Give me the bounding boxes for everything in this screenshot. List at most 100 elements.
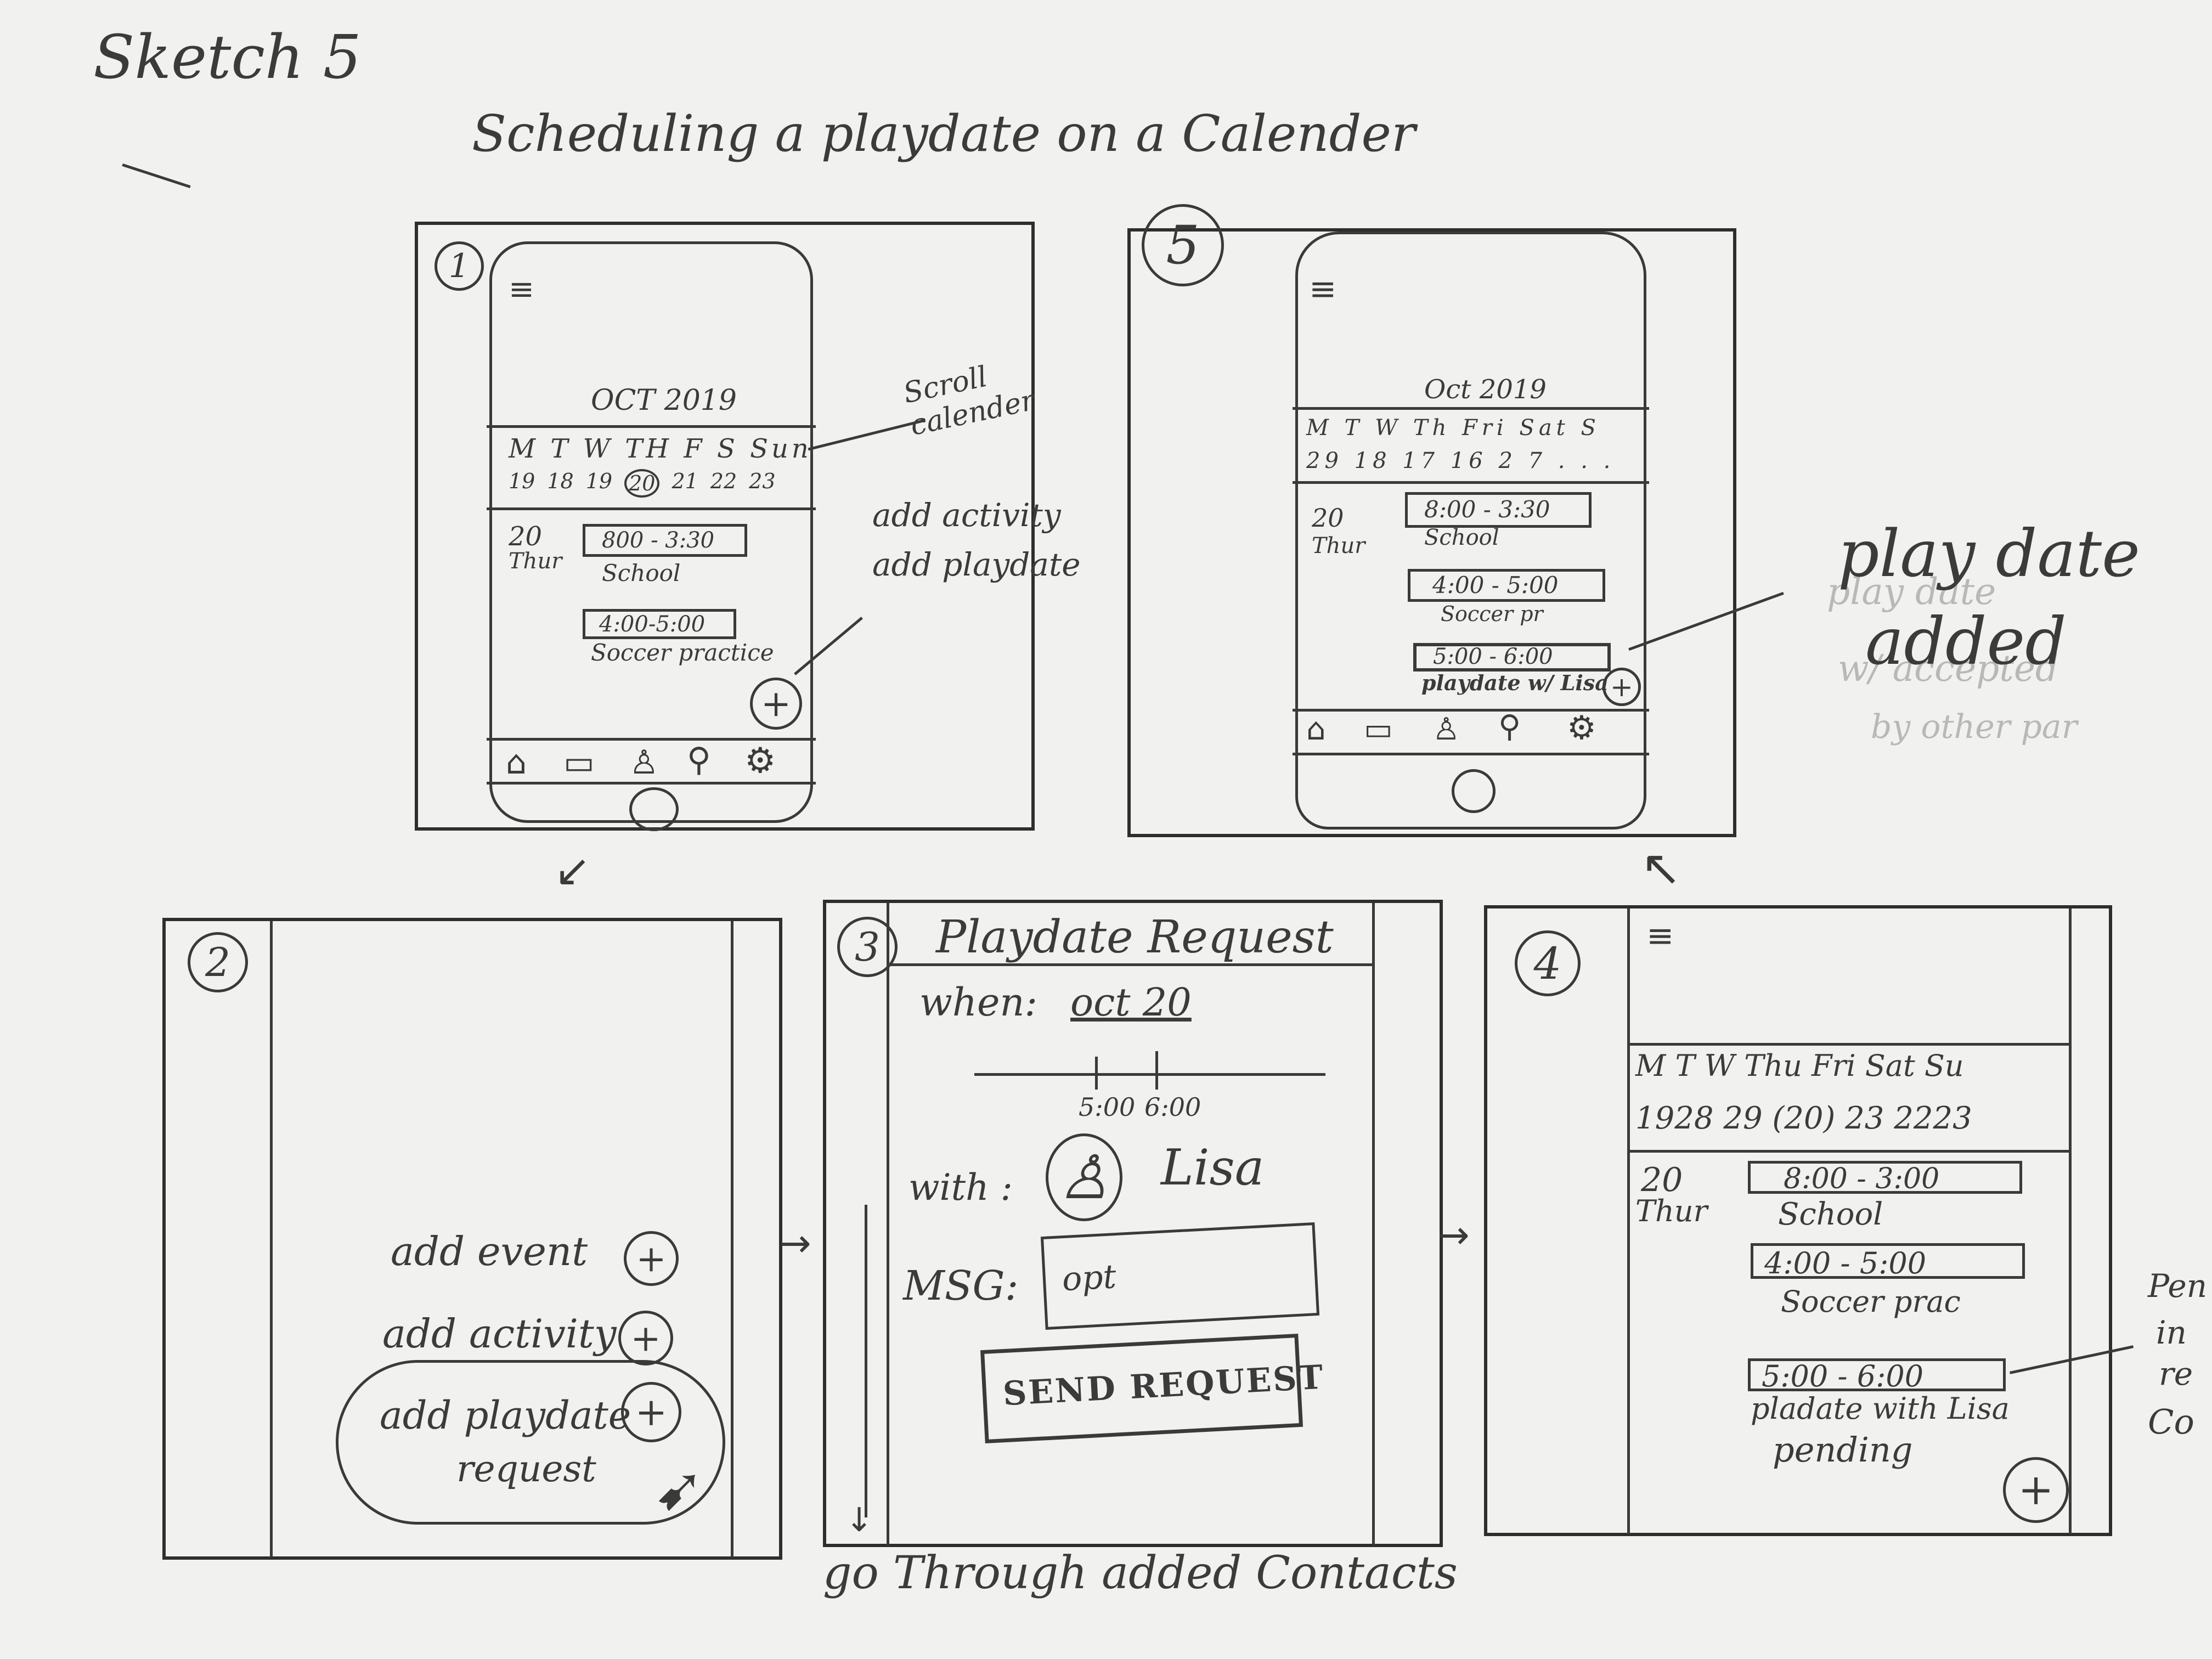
divider xyxy=(1293,407,1649,410)
note-playdate-added: play date xyxy=(1838,516,2140,591)
event-playdate-label: pladate with Lisa xyxy=(1751,1391,2010,1426)
add-playdate-button[interactable]: + xyxy=(621,1382,681,1442)
event-soccer-label: Soccer pr xyxy=(1441,602,1543,626)
messages-icon[interactable]: ▭ xyxy=(1364,712,1393,747)
event-soccer-label: Soccer practice xyxy=(591,639,774,666)
time-slider-handle-start[interactable] xyxy=(1095,1057,1098,1090)
divider xyxy=(1293,709,1649,712)
ghost-note: w/ accepted xyxy=(1838,647,2059,690)
profile-icon[interactable]: ♙ xyxy=(629,743,659,782)
arrow-up-icon: ↖ xyxy=(1640,839,1682,897)
note-add-playdate: add playdate xyxy=(872,546,1081,583)
note-playdate-added: added xyxy=(1865,603,2067,679)
event-playdate[interactable]: 5:00 - 6:00 xyxy=(1413,643,1611,672)
event-soccer[interactable]: 4:00 - 5:00 xyxy=(1751,1243,2025,1280)
add-button[interactable]: + xyxy=(750,678,802,730)
panel-number: 4 xyxy=(1515,930,1581,996)
home-button[interactable] xyxy=(1452,769,1496,813)
side-note: re xyxy=(2159,1355,2193,1392)
search-icon[interactable]: ⚲ xyxy=(1498,709,1521,744)
calendar-month: OCT 2019 xyxy=(591,384,737,417)
add-button[interactable]: + xyxy=(1602,668,1641,706)
add-button[interactable]: + xyxy=(2003,1457,2069,1523)
when-label: when: xyxy=(919,980,1038,1025)
settings-icon[interactable]: ⚙ xyxy=(744,741,776,781)
scroll-arrow xyxy=(865,1205,867,1517)
calendar-month: Oct 2019 xyxy=(1424,374,1547,405)
panel-margin xyxy=(731,921,733,1558)
arrow-right-icon: → xyxy=(779,1221,811,1266)
note-pointer xyxy=(2009,1345,2134,1374)
event-school-label: School xyxy=(602,560,681,586)
settings-icon[interactable]: ⚙ xyxy=(1567,709,1596,747)
messages-icon[interactable]: ▭ xyxy=(563,743,595,782)
event-soccer[interactable]: 4:00-5:00 xyxy=(583,609,736,639)
cursor-icon: ➹ xyxy=(654,1453,705,1523)
menu-icon[interactable]: ≡ xyxy=(509,272,534,307)
day-name: Thur xyxy=(509,549,562,574)
time-slider-handle-end[interactable] xyxy=(1155,1051,1158,1090)
event-playdate-status: pending xyxy=(1773,1430,1913,1470)
option-add-playdate-request[interactable] xyxy=(336,1360,725,1525)
menu-icon[interactable]: ≡ xyxy=(1646,917,1674,955)
when-value[interactable]: oct 20 xyxy=(1070,980,1192,1025)
option-add-playdate-label: add playdate xyxy=(380,1393,631,1438)
ghost-note: play date xyxy=(1827,571,1996,613)
search-icon[interactable]: ⚲ xyxy=(687,741,711,779)
panel-margin xyxy=(887,903,889,1545)
divider xyxy=(487,507,816,510)
event-school[interactable]: 8:00 - 3:00 xyxy=(1748,1161,2022,1195)
event-soccer-label: Soccer prac xyxy=(1781,1284,1961,1319)
note-add-activity: add activity xyxy=(872,496,1061,534)
divider xyxy=(1627,1043,2072,1046)
event-school[interactable]: 800 - 3:30 xyxy=(583,524,747,557)
add-activity-button[interactable]: + xyxy=(618,1311,673,1365)
panel-margin xyxy=(2069,909,2072,1534)
event-school[interactable]: 8:00 - 3:30 xyxy=(1405,492,1592,528)
arrow-down-icon: ↓ xyxy=(845,1501,873,1539)
panel-3: 3 Playdate Request when: oct 20 5:00 6:0… xyxy=(823,900,1443,1547)
time-slider-track[interactable] xyxy=(974,1073,1325,1076)
weekday-row: M T W Th Fri Sat S xyxy=(1306,415,1600,441)
ghost-note: by other par xyxy=(1871,708,2078,746)
divider xyxy=(487,425,816,428)
menu-icon[interactable]: ≡ xyxy=(1309,270,1337,308)
home-icon[interactable]: ⌂ xyxy=(1306,712,1326,747)
option-add-activity[interactable]: add activity xyxy=(382,1311,617,1357)
panel-margin xyxy=(1627,909,1630,1534)
divider xyxy=(487,738,816,741)
date-row[interactable]: 1928 29 (20) 23 2223 xyxy=(1635,1101,1972,1136)
send-request-button[interactable]: SEND REQUEST xyxy=(980,1333,1325,1444)
contact-name[interactable]: Lisa xyxy=(1161,1139,1265,1197)
home-icon[interactable]: ⌂ xyxy=(506,743,527,782)
day-number: 20 xyxy=(1312,503,1344,533)
avatar[interactable]: ♙ xyxy=(1046,1133,1122,1221)
add-event-button[interactable]: + xyxy=(624,1231,679,1286)
event-playdate-label: playdate w/ Lisa xyxy=(1421,670,1609,695)
day-name: Thur xyxy=(1635,1194,1708,1228)
home-button[interactable] xyxy=(629,787,679,831)
profile-icon: ♙ xyxy=(1057,1142,1111,1212)
date-row[interactable]: 29 18 17 16 2 7 . . . xyxy=(1306,448,1615,473)
divider xyxy=(889,963,1372,966)
option-add-event[interactable]: add event xyxy=(391,1228,588,1274)
event-playdate-pending[interactable]: 5:00 - 6:00 xyxy=(1748,1358,2006,1393)
side-note: Pen xyxy=(2148,1267,2208,1305)
profile-icon[interactable]: ♙ xyxy=(1432,712,1460,747)
option-add-playdate-label: request xyxy=(456,1448,596,1490)
sketch-label: Sketch 5 xyxy=(93,22,362,92)
phone-outline: ≡ Oct 2019 M T W Th Fri Sat S 29 18 17 1… xyxy=(1293,232,1649,830)
event-soccer[interactable]: 4:00 - 5:00 xyxy=(1408,569,1605,602)
panel-margin xyxy=(270,921,273,1558)
note-contacts: go Through added Contacts xyxy=(823,1547,1458,1599)
panel-margin xyxy=(1372,903,1375,1545)
arrow-right-icon: → xyxy=(1437,1212,1470,1257)
panel-number: 2 xyxy=(188,932,248,992)
message-input[interactable]: opt xyxy=(1040,1222,1320,1330)
day-number: 20 xyxy=(509,521,543,552)
selected-date: 20 xyxy=(624,469,660,498)
divider xyxy=(1627,1150,2072,1153)
